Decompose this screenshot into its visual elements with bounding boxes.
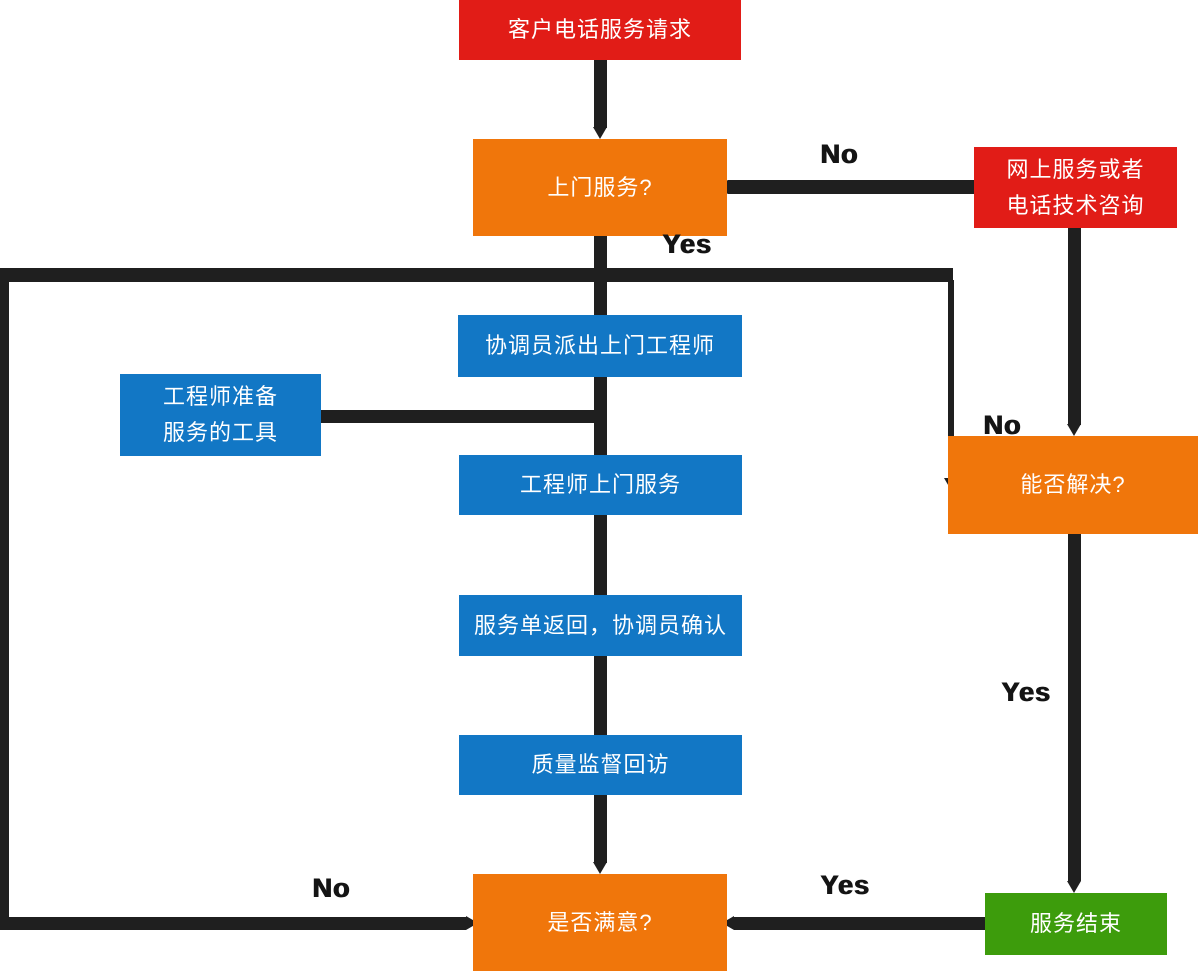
- node-onsite-service-decision: 上门服务?: [473, 139, 727, 236]
- node-engineer-onsite-service: 工程师上门服务: [459, 455, 742, 515]
- node-coordinator-dispatch: 协调员派出上门工程师: [458, 315, 742, 377]
- node-engineer-prepare-tools: 工程师准备 服务的工具: [120, 374, 321, 456]
- connector-visit-to-confirm: [594, 515, 607, 595]
- node-quality-followup-label: 质量监督回访: [531, 752, 670, 777]
- arrowhead-into-end-top: [1067, 881, 1081, 893]
- node-satisfied-decision: 是否满意?: [473, 874, 727, 971]
- node-service-end-label: 服务结束: [1029, 911, 1122, 936]
- edge-label-solve-yes: Yes: [1001, 677, 1051, 707]
- node-onsite-service-decision-label: 上门服务?: [547, 174, 653, 200]
- node-online-or-phone-consult-line2: 电话技术咨询: [1006, 192, 1145, 218]
- node-engineer-onsite-service-label: 工程师上门服务: [519, 472, 681, 497]
- node-online-or-phone-consult: 网上服务或者 电话技术咨询: [974, 147, 1177, 228]
- connector-online-to-solve: [1068, 228, 1081, 425]
- connector-loop-bottom: [0, 917, 466, 930]
- node-quality-followup: 质量监督回访: [459, 735, 742, 795]
- connector-solve-yes-to-end: [1068, 534, 1081, 881]
- node-satisfied-decision-label: 是否满意?: [547, 909, 653, 935]
- connector-onsite-no-to-online: [728, 180, 974, 194]
- node-engineer-prepare-tools-line1: 工程师准备: [162, 384, 278, 409]
- connector-loop-left: [0, 268, 9, 930]
- node-can-solve-decision: 能否解决?: [948, 436, 1198, 534]
- node-customer-request-label: 客户电话服务请求: [507, 17, 692, 42]
- connector-quality-to-satisfied: [594, 795, 607, 863]
- node-service-order-confirm-label: 服务单返回，协调员确认: [473, 612, 727, 638]
- node-online-or-phone-consult-line1: 网上服务或者: [1006, 156, 1145, 182]
- arrowhead-into-satisfied-top: [593, 862, 607, 874]
- node-engineer-prepare-tools-line2: 服务的工具: [162, 420, 278, 445]
- node-customer-request: 客户电话服务请求: [459, 0, 741, 60]
- node-service-end: 服务结束: [985, 893, 1167, 955]
- edge-label-satisfied-no: No: [312, 873, 350, 903]
- node-service-order-confirm: 服务单返回，协调员确认: [459, 595, 742, 656]
- connector-confirm-to-quality: [594, 656, 607, 735]
- edge-label-onsite-no: No: [820, 139, 858, 169]
- connector-tools-to-main: [321, 410, 607, 423]
- arrowhead-into-solve-top: [1067, 424, 1081, 436]
- connector-request-to-onsite: [594, 60, 607, 128]
- connector-satisfied-yes-to-end: [734, 917, 985, 930]
- node-can-solve-decision-label: 能否解决?: [1020, 472, 1126, 497]
- edge-label-solve-no: No: [983, 410, 1021, 440]
- edge-label-onsite-yes: Yes: [662, 229, 712, 259]
- connector-loop-top: [0, 268, 953, 282]
- edge-label-satisfied-yes: Yes: [820, 870, 870, 900]
- node-coordinator-dispatch-label: 协调员派出上门工程师: [484, 333, 715, 358]
- arrowhead-into-onsite-top: [593, 127, 607, 139]
- connector-solve-no-up: [948, 280, 954, 478]
